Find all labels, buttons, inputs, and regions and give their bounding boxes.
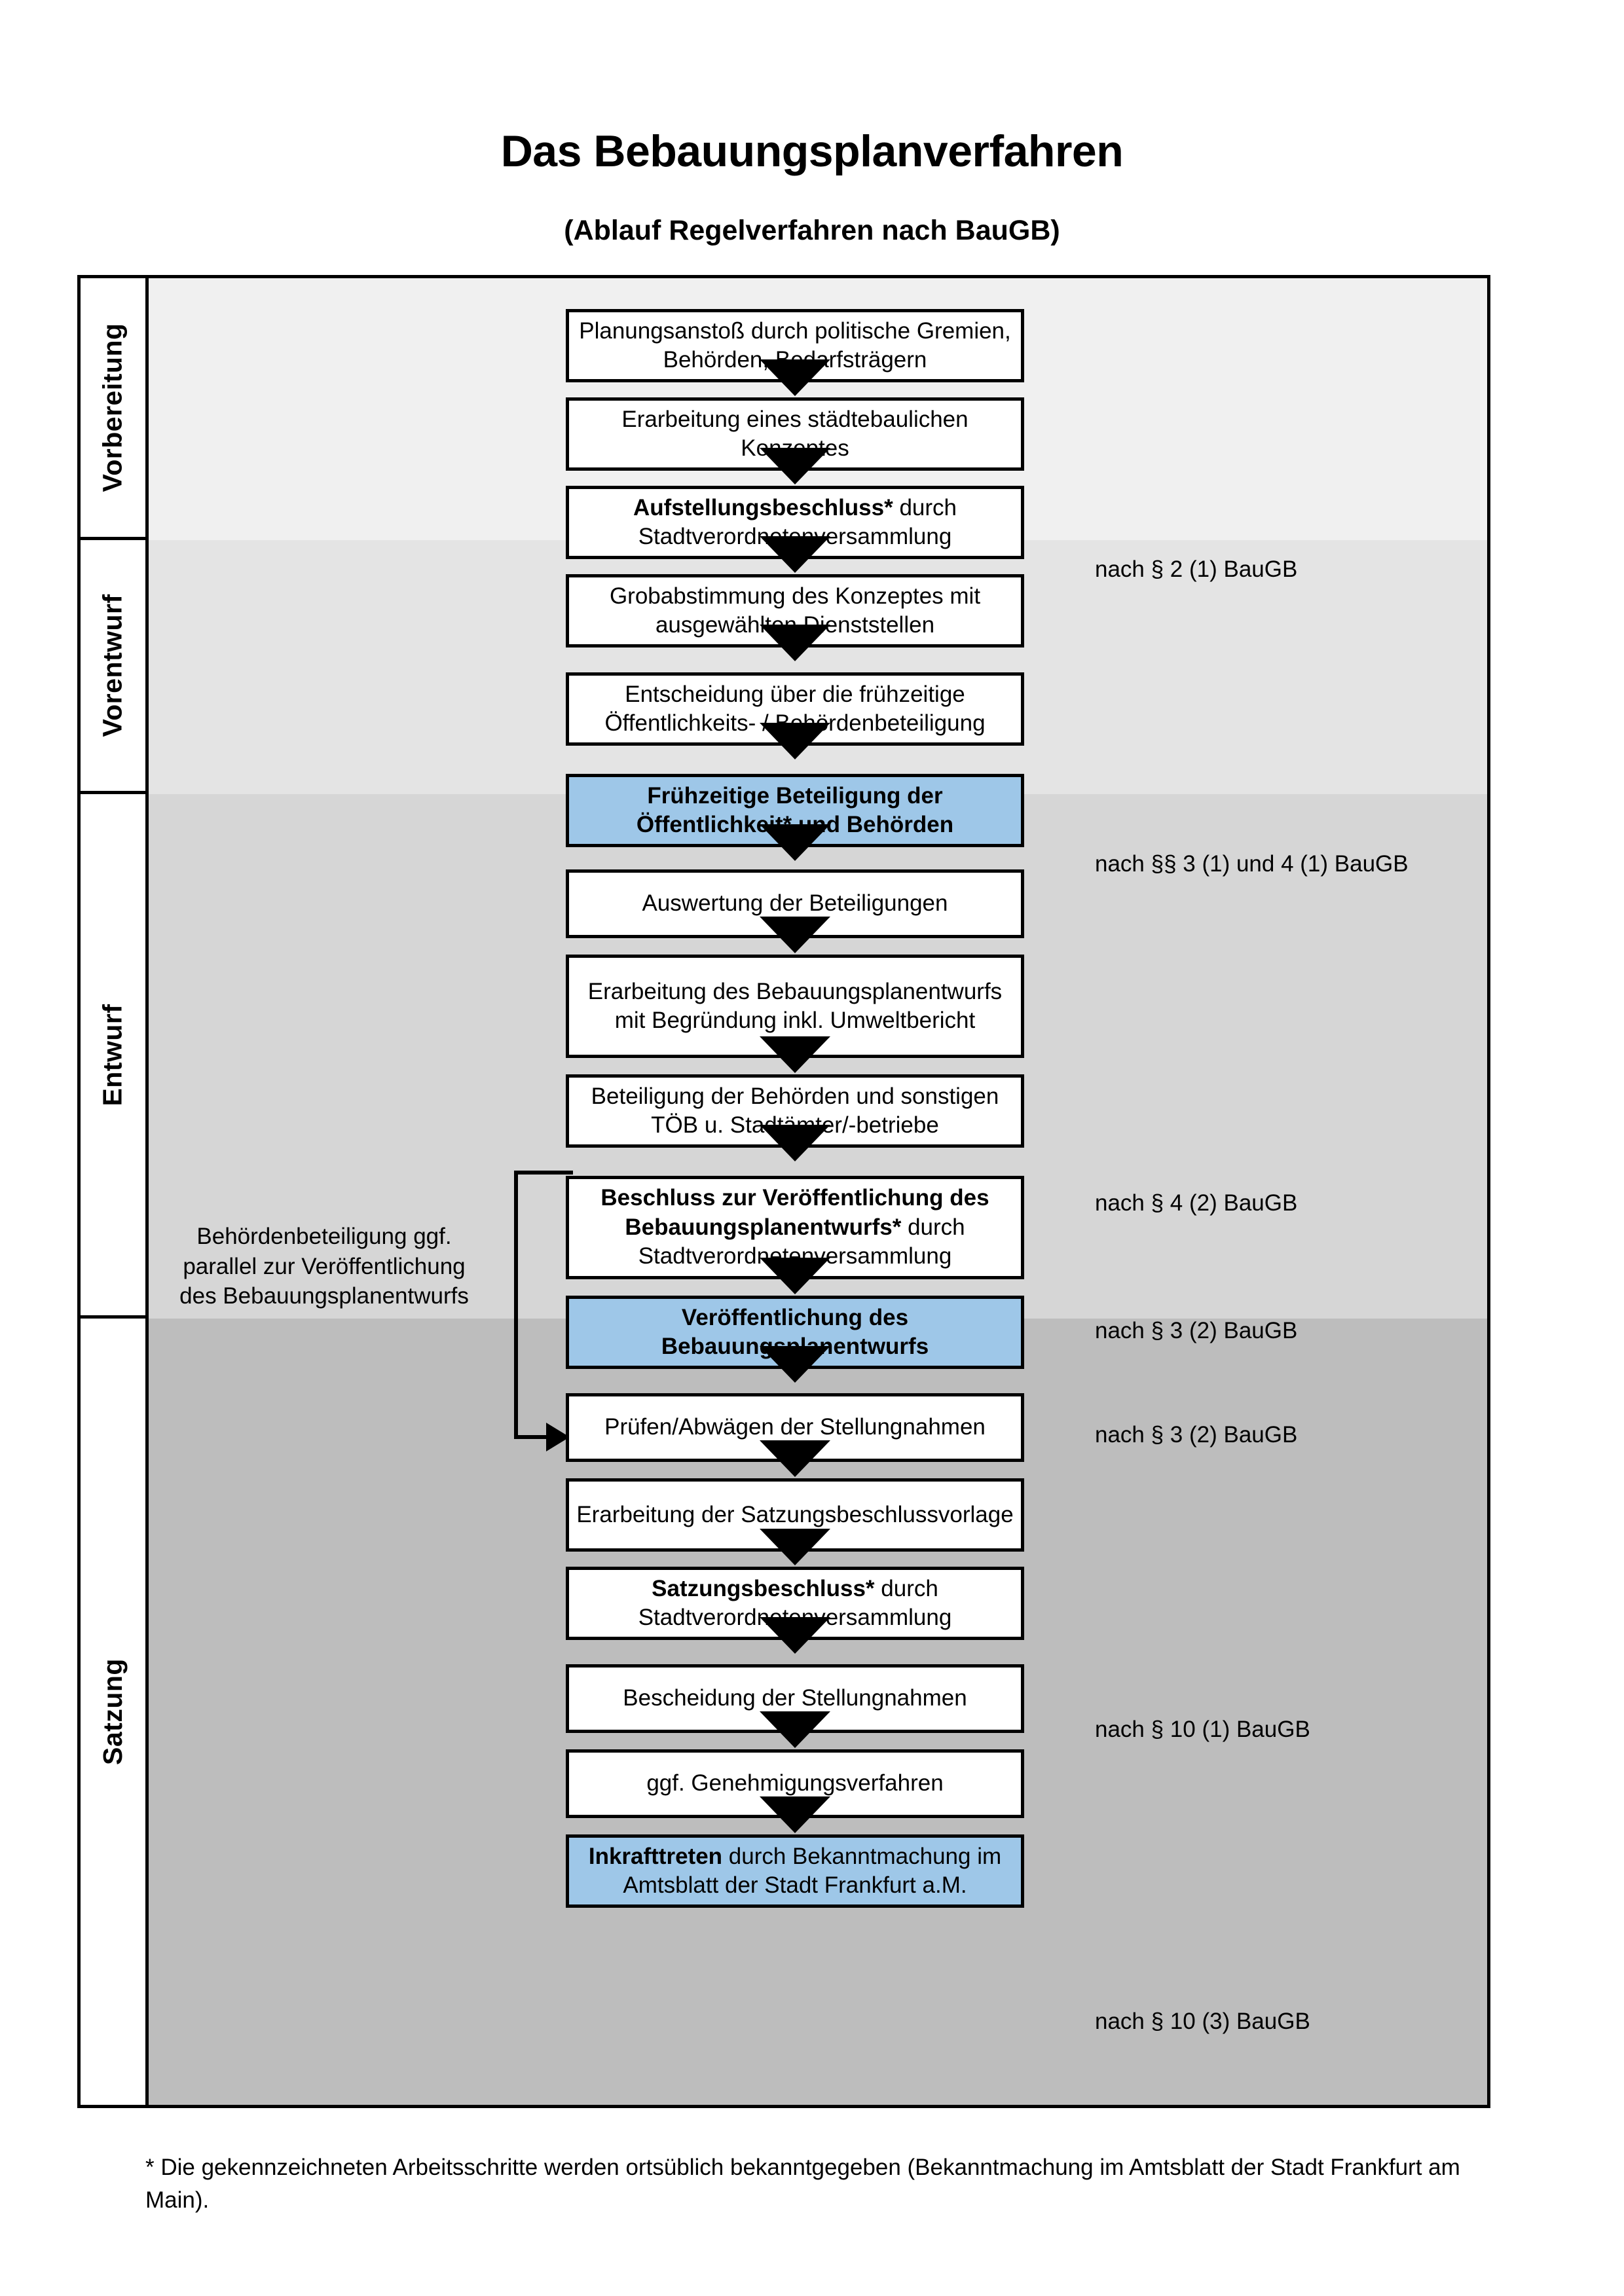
step-erarbeitung-entwurf[interactable]: Erarbeitung des Bebauungsplanentwurfs mi… [566,955,1024,1058]
legal-note-par2: nach § 2 (1) BauGB [1095,556,1298,582]
step-aufstellungsbeschluss[interactable]: Aufstellungsbeschluss* durch Stadtverord… [566,486,1024,559]
flow-arrow-down-icon-6 [760,824,830,861]
step-label: Inkrafttreten durch Bekanntmachung im Am… [588,1843,1002,1898]
flow-arrow-down-icon-9 [760,1125,830,1161]
flow-arrow-down-icon-3 [760,536,830,573]
footnote-text: * Die gekennzeichneten Arbeitsschritte w… [145,2155,1460,2213]
step-label: Erarbeitung eines städtebaulichen Konzep… [621,406,969,461]
legal-note-par4-2: nach § 4 (2) BauGB [1095,1190,1298,1216]
side-note-behoerdenbeteiligung: Behördenbeteiligung ggf. parallel zur Ve… [179,1224,469,1309]
step-label: ggf. Genehmigungsverfahren [646,1770,944,1796]
flow-arrow-down-icon-4 [760,625,830,661]
page-subtitle: (Ablauf Regelverfahren nach BauGB) [564,215,1060,246]
step-label: Beschluss zur Veröffentlichung des Bebau… [600,1185,989,1269]
flow-arrow-down-icon-15 [760,1711,830,1748]
step-label: Erarbeitung des Bebauungsplanentwurfs mi… [587,978,1003,1033]
legal-note-par10-1: nach § 10 (1) BauGB [1095,1717,1310,1742]
phase-label-cell-satzung: Satzung [81,1319,149,2105]
legal-note-par10-3: nach § 10 (3) BauGB [1095,2009,1310,2034]
step-label: Erarbeitung der Satzungsbeschlussvorlage [576,1501,1014,1527]
step-label: Satzungsbeschluss* durch Stadtverordnete… [638,1575,952,1630]
flow-arrow-down-icon-2 [760,448,830,484]
phase-label-entwurf: Entwurf [98,1003,128,1106]
flow-arrow-down-icon-11 [760,1346,830,1383]
step-satzungsbeschluss[interactable]: Satzungsbeschluss* durch Stadtverordnete… [566,1567,1024,1640]
flow-arrow-down-icon-16 [760,1796,830,1833]
flow-arrow-down-icon-12 [760,1440,830,1477]
step-label: Prüfen/Abwägen der Stellungnahmen [604,1414,986,1440]
step-grobabstimmung[interactable]: Grobabstimmung des Konzeptes mit ausgewä… [566,574,1024,647]
step-inkrafttreten[interactable]: Inkrafttreten durch Bekanntmachung im Am… [566,1834,1024,1908]
phase-label-vorentwurf: Vorentwurf [98,594,128,737]
flow-arrow-down-icon-8 [760,1036,830,1073]
phase-label-cell-vorbereitung: Vorbereitung [81,278,149,540]
phase-label-satzung: Satzung [98,1658,128,1765]
step-fruehzeitige-beteiligung[interactable]: Frühzeitige Beteiligung der Öffentlichke… [566,774,1024,847]
step-beschluss-veroeffentlichung[interactable]: Beschluss zur Veröffentlichung des Bebau… [566,1176,1024,1279]
flow-arrow-down-icon-13 [760,1529,830,1565]
bypass-connector-bottom-segment [514,1435,548,1439]
legal-note-par3-4: nach §§ 3 (1) und 4 (1) BauGB [1095,851,1409,877]
flow-arrow-down-icon-10 [760,1258,830,1294]
flow-arrow-down-icon-5 [760,723,830,759]
page-title: Das Bebauungsplanverfahren [500,126,1124,176]
flow-arrow-down-icon-14 [760,1617,830,1654]
phase-label-cell-entwurf: Entwurf [81,794,149,1319]
phase-label-cell-vorentwurf: Vorentwurf [81,540,149,794]
bypass-connector-top-segment [514,1171,573,1175]
phase-label-vorbereitung: Vorbereitung [98,323,128,492]
legal-note-par3-2b: nach § 3 (2) BauGB [1095,1422,1298,1448]
legal-note-par3-2a: nach § 3 (2) BauGB [1095,1318,1298,1343]
flow-arrow-down-icon-1 [760,359,830,396]
step-label: Auswertung der Beteiligungen [642,890,948,917]
step-label: Bescheidung der Stellungnahmen [623,1685,967,1711]
flow-arrow-down-icon-7 [760,917,830,953]
bypass-connector-vertical-segment [514,1171,518,1439]
